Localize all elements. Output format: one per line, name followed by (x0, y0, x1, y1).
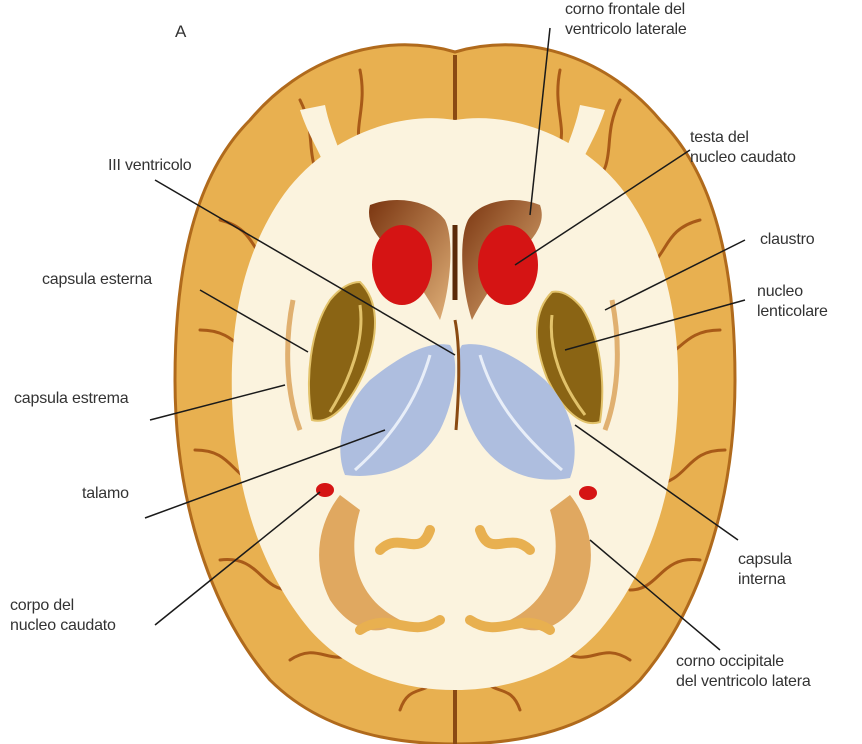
label-iii-ventricolo: III ventricolo (108, 156, 191, 176)
label-corno-occipitale: corno occipitale del ventricolo latera (676, 652, 811, 692)
caudate-body-left (316, 483, 334, 497)
label-corpo-caudato: corpo del nucleo caudato (10, 596, 116, 636)
label-corno-frontale: corno frontale del ventricolo laterale (565, 0, 687, 40)
label-capsula-esterna: capsula esterna (42, 270, 152, 290)
caudate-body-right (579, 486, 597, 500)
label-capsula-interna: capsula interna (738, 550, 792, 590)
caudate-head-left (372, 225, 432, 305)
caudate-head-right (478, 225, 538, 305)
label-claustro: claustro (760, 230, 814, 250)
panel-letter: A (175, 22, 186, 42)
label-nucleo-lenticolare: nucleo lenticolare (757, 282, 828, 322)
label-capsula-estrema: capsula estrema (14, 389, 128, 409)
label-talamo: talamo (82, 484, 129, 504)
label-testa-caudato: testa del nucleo caudato (690, 128, 796, 168)
